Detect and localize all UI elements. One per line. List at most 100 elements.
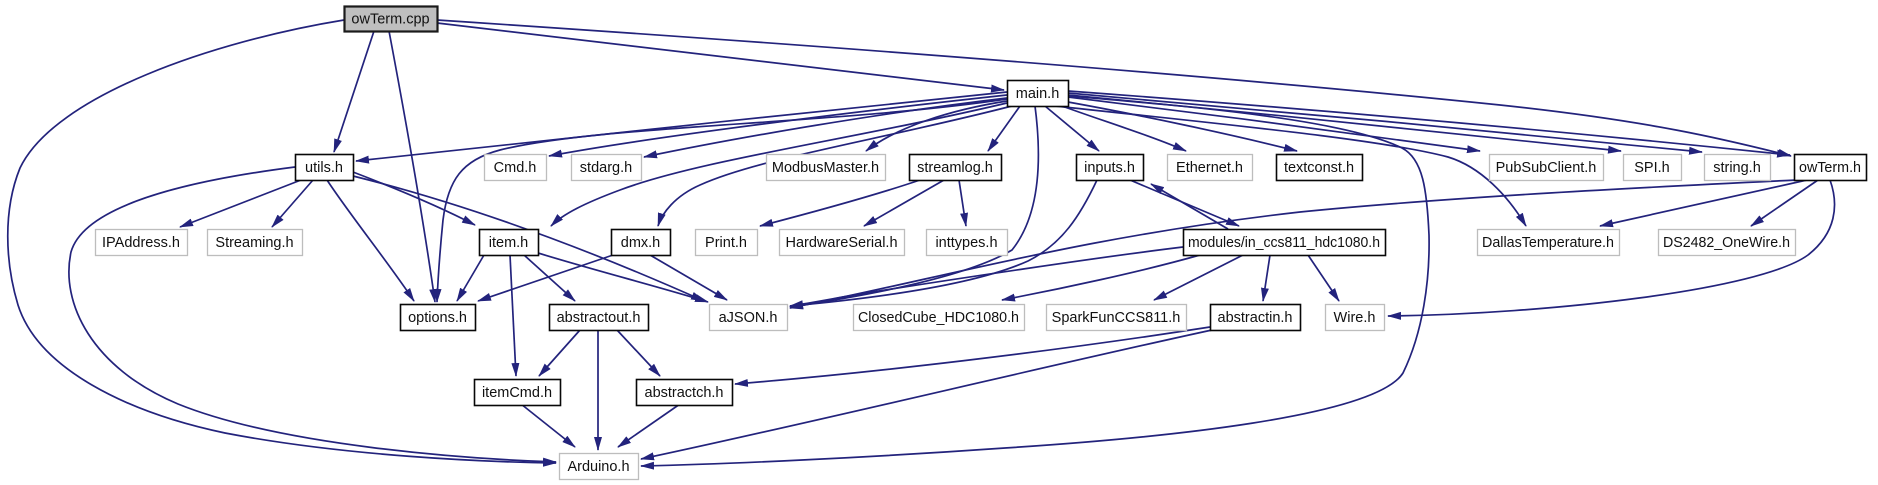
node-abstractout-h[interactable]: abstractout.h: [548, 303, 650, 332]
node-box-inputs-h[interactable]: [1075, 153, 1145, 182]
node-inputs-h[interactable]: inputs.h: [1075, 153, 1145, 182]
node-streamlog-h[interactable]: streamlog.h: [908, 153, 1003, 182]
node-box-wire-h: [1324, 303, 1386, 332]
edge-streamlog-h-to-print-h: [759, 179, 921, 227]
edge-main-h-to-dmx-h: [657, 105, 1013, 227]
edge-item-h-to-options-h: [456, 254, 485, 302]
node-box-abstractin-h[interactable]: [1209, 303, 1302, 332]
node-abstractch-h[interactable]: abstractch.h: [635, 378, 734, 407]
node-hardwareserial-h: HardwareSerial.h: [778, 228, 906, 257]
node-textconst-h[interactable]: textconst.h: [1275, 153, 1364, 182]
edge-main-h-to-string-h: [1067, 92, 1703, 155]
node-box-owterm-h[interactable]: [1793, 153, 1868, 182]
edge-utils-h-to-arduino-h: [68, 166, 557, 466]
node-ds2482-onewire-h: DS2482_OneWire.h: [1657, 228, 1797, 257]
node-box-main-h[interactable]: [1006, 79, 1070, 108]
node-modules-in-ccs811-hdc1080-h[interactable]: modules/in_ccs811_hdc1080.h: [1182, 228, 1387, 257]
node-box-utils-h[interactable]: [294, 153, 355, 182]
node-label-dmx-h: dmx.h: [621, 235, 661, 251]
edge-owterm-cpp-to-utils-h: [333, 30, 375, 153]
edge-item-h-to-ajson-h: [537, 252, 709, 303]
node-owterm-h[interactable]: owTerm.h: [1793, 153, 1868, 182]
node-label-streaming-h: Streaming.h: [215, 235, 293, 251]
edge-owterm-cpp-to-owterm-h: [436, 19, 1792, 157]
edge-abstractin-h-to-abstractch-h: [734, 326, 1211, 387]
edge-owterm-h-to-ds2482-onewire-h: [1750, 179, 1819, 227]
node-box-dallastemperature-h: [1476, 228, 1621, 257]
node-item-h[interactable]: item.h: [478, 228, 540, 257]
node-box-abstractch-h[interactable]: [635, 378, 734, 407]
edge-owterm-cpp-to-arduino-h: [6, 19, 557, 467]
node-box-item-h[interactable]: [478, 228, 540, 257]
edge-abstractout-h-to-abstractch-h: [616, 329, 661, 377]
node-spi-h: SPI.h: [1622, 153, 1683, 182]
node-box-streaming-h: [206, 228, 304, 257]
node-box-textconst-h[interactable]: [1275, 153, 1364, 182]
edge-owterm-h-to-ajson-h: [789, 179, 1798, 310]
edge-main-h-to-inputs-h: [1044, 105, 1100, 152]
node-box-ethernet-h: [1166, 153, 1254, 182]
node-itemcmd-h[interactable]: itemCmd.h: [473, 378, 562, 407]
node-main-h[interactable]: main.h: [1006, 79, 1070, 108]
edge-main-h-to-cmd-h: [548, 94, 1008, 158]
node-box-stdarg-h: [570, 153, 643, 182]
node-label-ethernet-h: Ethernet.h: [1176, 160, 1243, 176]
node-box-ajson-h: [708, 303, 789, 332]
edge-main-h-to-streamlog-h: [987, 105, 1021, 152]
edge-inputs-h-to-ajson-h: [789, 179, 1098, 309]
edge-modules-in-ccs811-hdc1080-h-to-wire-h: [1307, 254, 1340, 302]
edge-utils-h-to-item-h: [352, 171, 476, 226]
node-box-cmd-h: [483, 153, 548, 182]
node-label-main-h: main.h: [1016, 86, 1060, 102]
edge-utils-h-to-options-h: [326, 179, 415, 302]
edge-utils-h-to-ipaddress-h: [179, 179, 302, 228]
node-label-utils-h: utils.h: [305, 160, 343, 176]
node-wire-h: Wire.h: [1324, 303, 1386, 332]
edge-main-h-to-options-h: [433, 98, 1008, 303]
node-box-owterm-cpp: [343, 5, 439, 33]
edge-main-h-to-ethernet-h: [1061, 105, 1187, 152]
edge-main-h-to-item-h: [550, 102, 1008, 227]
node-label-abstractin-h: abstractin.h: [1218, 310, 1293, 326]
node-label-hardwareserial-h: HardwareSerial.h: [785, 235, 897, 251]
node-box-sparkfunccs811-h: [1045, 303, 1188, 332]
node-box-dmx-h[interactable]: [610, 228, 672, 257]
node-box-pubsubclient-h: [1488, 153, 1605, 182]
node-abstractin-h[interactable]: abstractin.h: [1209, 303, 1302, 332]
node-box-modules-in-ccs811-hdc1080-h[interactable]: [1182, 228, 1387, 257]
edge-main-h-to-arduino-h: [640, 95, 1430, 470]
node-sparkfunccs811-h: SparkFunCCS811.h: [1045, 303, 1188, 332]
node-cmd-h: Cmd.h: [483, 153, 548, 182]
edge-streamlog-h-to-hardwareserial-h: [863, 179, 945, 227]
node-options-h[interactable]: options.h: [399, 303, 477, 332]
edge-main-h-to-stdarg-h: [643, 97, 1008, 159]
node-dmx-h[interactable]: dmx.h: [610, 228, 672, 257]
node-box-ds2482-onewire-h: [1657, 228, 1797, 257]
node-label-ipaddress-h: IPAddress.h: [102, 235, 180, 251]
node-label-pubsubclient-h: PubSubClient.h: [1496, 160, 1597, 176]
node-box-abstractout-h[interactable]: [548, 303, 650, 332]
node-label-ajson-h: aJSON.h: [719, 310, 778, 326]
node-label-stdarg-h: stdarg.h: [580, 160, 632, 176]
edge-item-h-to-abstractout-h: [523, 254, 576, 302]
node-label-string-h: string.h: [1713, 160, 1761, 176]
node-label-itemcmd-h: itemCmd.h: [482, 385, 552, 401]
node-utils-h[interactable]: utils.h: [294, 153, 355, 182]
node-box-itemcmd-h[interactable]: [473, 378, 562, 407]
node-box-spi-h: [1622, 153, 1683, 182]
node-label-inputs-h: inputs.h: [1084, 160, 1135, 176]
node-label-owterm-cpp: owTerm.cpp: [351, 12, 429, 28]
node-label-item-h: item.h: [489, 235, 529, 251]
node-label-spi-h: SPI.h: [1634, 160, 1669, 176]
node-ajson-h: aJSON.h: [708, 303, 789, 332]
edge-itemcmd-h-to-arduino-h: [520, 403, 576, 448]
edge-owterm-cpp-to-main-h: [436, 22, 1005, 93]
edge-abstractch-h-to-arduino-h: [617, 403, 681, 448]
node-box-streamlog-h[interactable]: [908, 153, 1003, 182]
node-label-dallastemperature-h: DallasTemperature.h: [1482, 235, 1614, 251]
edge-main-h-to-owterm-h: [1067, 90, 1791, 158]
node-box-options-h[interactable]: [399, 303, 477, 332]
node-label-abstractch-h: abstractch.h: [645, 385, 724, 401]
